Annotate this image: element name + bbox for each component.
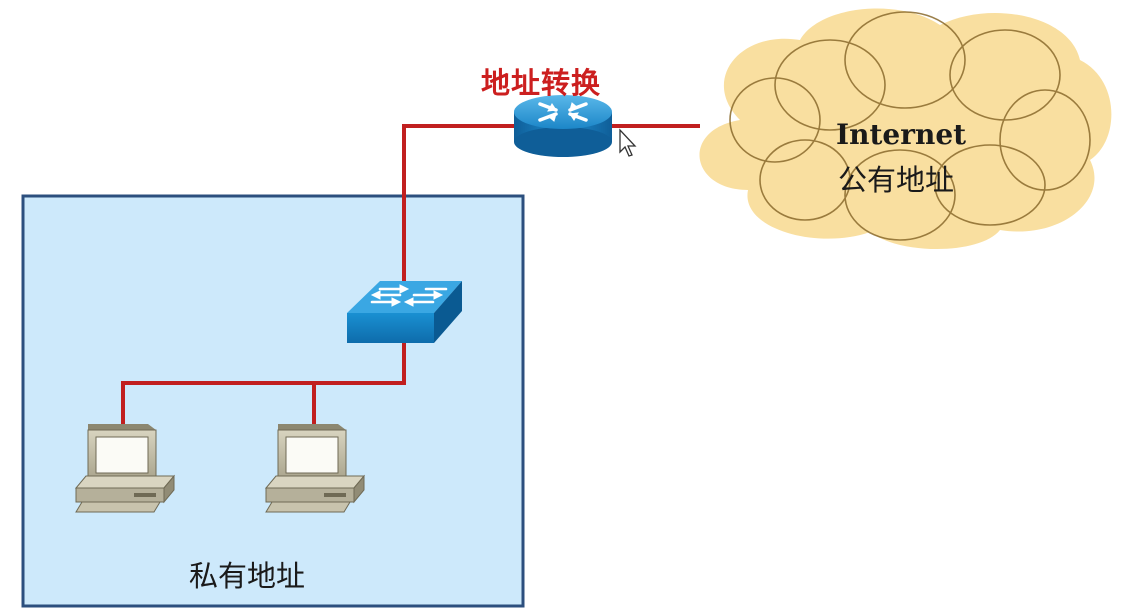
router[interactable] bbox=[514, 95, 612, 157]
cloud-icon bbox=[699, 8, 1112, 250]
link-switch-router bbox=[402, 124, 515, 283]
link-switch-lan bbox=[121, 343, 406, 428]
switch-icon bbox=[347, 281, 462, 343]
private-address-label: 私有地址 bbox=[189, 559, 306, 593]
internet-cloud bbox=[699, 8, 1112, 250]
internet-label: Internet bbox=[836, 118, 967, 151]
public-address-label: 公有地址 bbox=[838, 163, 955, 197]
private-network-area bbox=[21, 194, 525, 608]
nat-label: 地址转换 bbox=[481, 66, 602, 100]
mouse-cursor-icon bbox=[619, 128, 637, 157]
router-icon bbox=[514, 95, 612, 157]
network-links bbox=[121, 124, 700, 428]
switch[interactable] bbox=[347, 281, 462, 343]
